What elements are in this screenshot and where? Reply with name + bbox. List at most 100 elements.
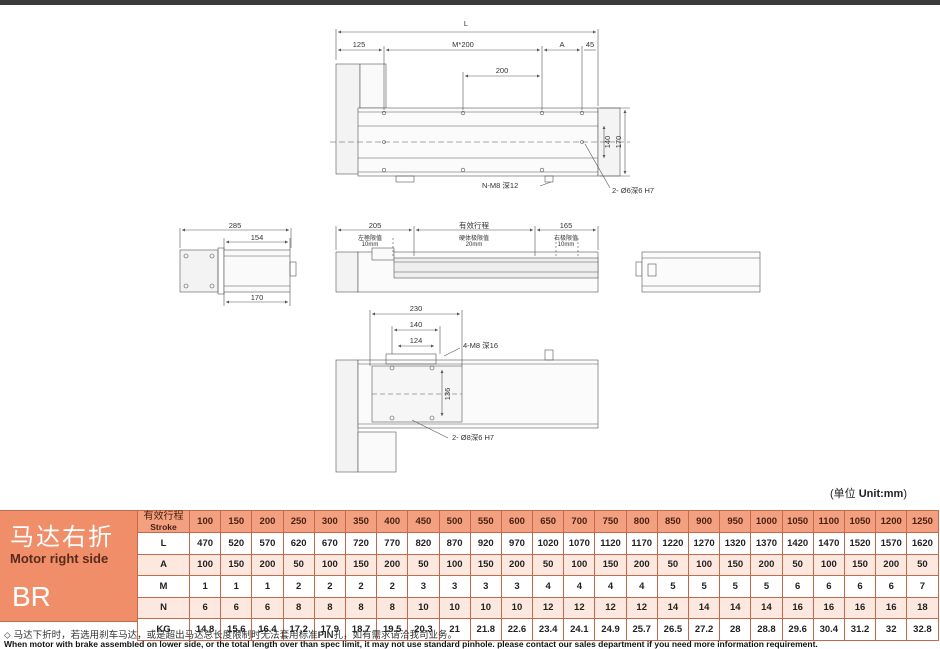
table-cell: 570 bbox=[251, 532, 284, 555]
model-code: BR bbox=[12, 581, 51, 612]
table-cell: 22.6 bbox=[500, 618, 534, 641]
table-cell: 4 bbox=[532, 575, 565, 598]
table-cell: 4 bbox=[563, 575, 596, 598]
table-cell: 670 bbox=[313, 532, 346, 555]
note-m8: 4-M8 深16 bbox=[463, 341, 498, 350]
bottom-view bbox=[335, 310, 599, 473]
table-cell: 100 bbox=[313, 553, 346, 576]
table-cell: 21.8 bbox=[469, 618, 502, 641]
dim-A: A bbox=[559, 40, 564, 49]
table-cell: 5 bbox=[719, 575, 752, 598]
table-cell: 16 bbox=[875, 596, 908, 619]
table-cell: 6 bbox=[220, 596, 253, 619]
table-cell: 720 bbox=[344, 532, 378, 555]
table-cell: 16.4 bbox=[251, 618, 284, 641]
note-cn-part1: ⬦ 马达下折时，若选用刹车马达，或是超出马达总长度限制时无法套用标准 bbox=[4, 630, 318, 641]
dim-140: 140 bbox=[603, 136, 612, 149]
mid-left-view bbox=[179, 228, 297, 306]
table-cell: 17.2 bbox=[282, 618, 315, 641]
table-cell: 200 bbox=[251, 553, 284, 576]
table-cell: 12 bbox=[594, 596, 627, 619]
header-stroke-cell: 550 bbox=[469, 510, 502, 533]
table-cell: 29.6 bbox=[781, 618, 814, 641]
table-cell: 1520 bbox=[843, 532, 877, 555]
unit-value: Unit:mm bbox=[858, 488, 904, 500]
hard-limit: 硬体极限值 bbox=[459, 234, 489, 242]
table-cell: 4 bbox=[594, 575, 627, 598]
table-cell: 100 bbox=[563, 553, 596, 576]
table-cell: 32 bbox=[875, 618, 908, 641]
table-cell: 100 bbox=[438, 553, 471, 576]
table-cell: 7 bbox=[906, 575, 939, 598]
header-stroke-cell: 800 bbox=[625, 510, 658, 533]
table-cell: 970 bbox=[500, 532, 534, 555]
table-cell: 1 bbox=[188, 575, 222, 598]
note-en: When motor with brake assembled on lower… bbox=[4, 639, 818, 649]
table-cell: 520 bbox=[220, 532, 253, 555]
table-cell: 6 bbox=[251, 596, 284, 619]
row-label: M bbox=[137, 575, 190, 598]
unit-prefix: (单位 bbox=[830, 488, 859, 500]
table-cell: 150 bbox=[220, 553, 253, 576]
table-cell: 3 bbox=[469, 575, 502, 598]
table-cell: 2 bbox=[376, 575, 409, 598]
table-cell: 1320 bbox=[719, 532, 752, 555]
table-cell: 14 bbox=[656, 596, 690, 619]
row-label: N bbox=[137, 596, 190, 619]
table-cell: 200 bbox=[376, 553, 409, 576]
table-cell: 1370 bbox=[750, 532, 783, 555]
table-cell: 50 bbox=[656, 553, 690, 576]
table-cell: 18 bbox=[906, 596, 939, 619]
table-cell: 1470 bbox=[812, 532, 845, 555]
table-cell: 1 bbox=[251, 575, 284, 598]
table-cell: 50 bbox=[906, 553, 939, 576]
table-cell: 14 bbox=[719, 596, 752, 619]
table-cell: 1620 bbox=[906, 532, 939, 555]
table-cell: 3 bbox=[407, 575, 440, 598]
table-cell: 28.8 bbox=[750, 618, 783, 641]
table-cell: 150 bbox=[344, 553, 378, 576]
table-cell: 8 bbox=[376, 596, 409, 619]
table-cell: 12 bbox=[532, 596, 565, 619]
dim-200: 200 bbox=[496, 66, 509, 75]
dim-165: 165 bbox=[560, 221, 573, 230]
table-cell: 50 bbox=[532, 553, 565, 576]
note-cn-part2: 孔，如有需求请洽我司业务。 bbox=[333, 630, 458, 641]
note-pin8: 2- Ø8深6 H7 bbox=[452, 433, 494, 442]
header-stroke-cell: 100 bbox=[188, 510, 222, 533]
limit-left-value: 10mm bbox=[362, 242, 379, 248]
table-cell: 1070 bbox=[563, 532, 596, 555]
table-cell: 870 bbox=[438, 532, 471, 555]
header-stroke-cell: 250 bbox=[282, 510, 315, 533]
table-cell: 10 bbox=[500, 596, 534, 619]
limit-right-value: 10mm bbox=[558, 242, 575, 248]
technical-drawing: L 125 M*200 A 45 200 140 170 N-M8 深12 2-… bbox=[179, 19, 761, 473]
table-cell: 2 bbox=[344, 575, 378, 598]
table-cell: 6 bbox=[812, 575, 845, 598]
table-cell: 2 bbox=[313, 575, 346, 598]
table-cell: 6 bbox=[875, 575, 908, 598]
header-stroke-cell: 1050 bbox=[843, 510, 877, 533]
table-cell: 16 bbox=[781, 596, 814, 619]
table-cell: 28 bbox=[719, 618, 752, 641]
table-cell: 5 bbox=[656, 575, 690, 598]
table-cell: 14 bbox=[687, 596, 721, 619]
table-cell: 150 bbox=[843, 553, 877, 576]
mid-right-view bbox=[635, 251, 761, 293]
header-stroke-en: Stroke bbox=[150, 522, 177, 532]
spec-title-block: 马达右折 Motor right side BR bbox=[0, 510, 137, 622]
table-cell: 3 bbox=[500, 575, 534, 598]
dim-45: 45 bbox=[586, 40, 594, 49]
header-stroke-cell: 500 bbox=[438, 510, 471, 533]
dim-m200: M*200 bbox=[452, 40, 474, 49]
table-cell: 32.8 bbox=[906, 618, 939, 641]
header-stroke-cell: 750 bbox=[594, 510, 627, 533]
table-cell: 14 bbox=[750, 596, 783, 619]
table-cell: 200 bbox=[750, 553, 783, 576]
dim-230: 230 bbox=[410, 304, 423, 313]
header-stroke-cell: 700 bbox=[563, 510, 596, 533]
